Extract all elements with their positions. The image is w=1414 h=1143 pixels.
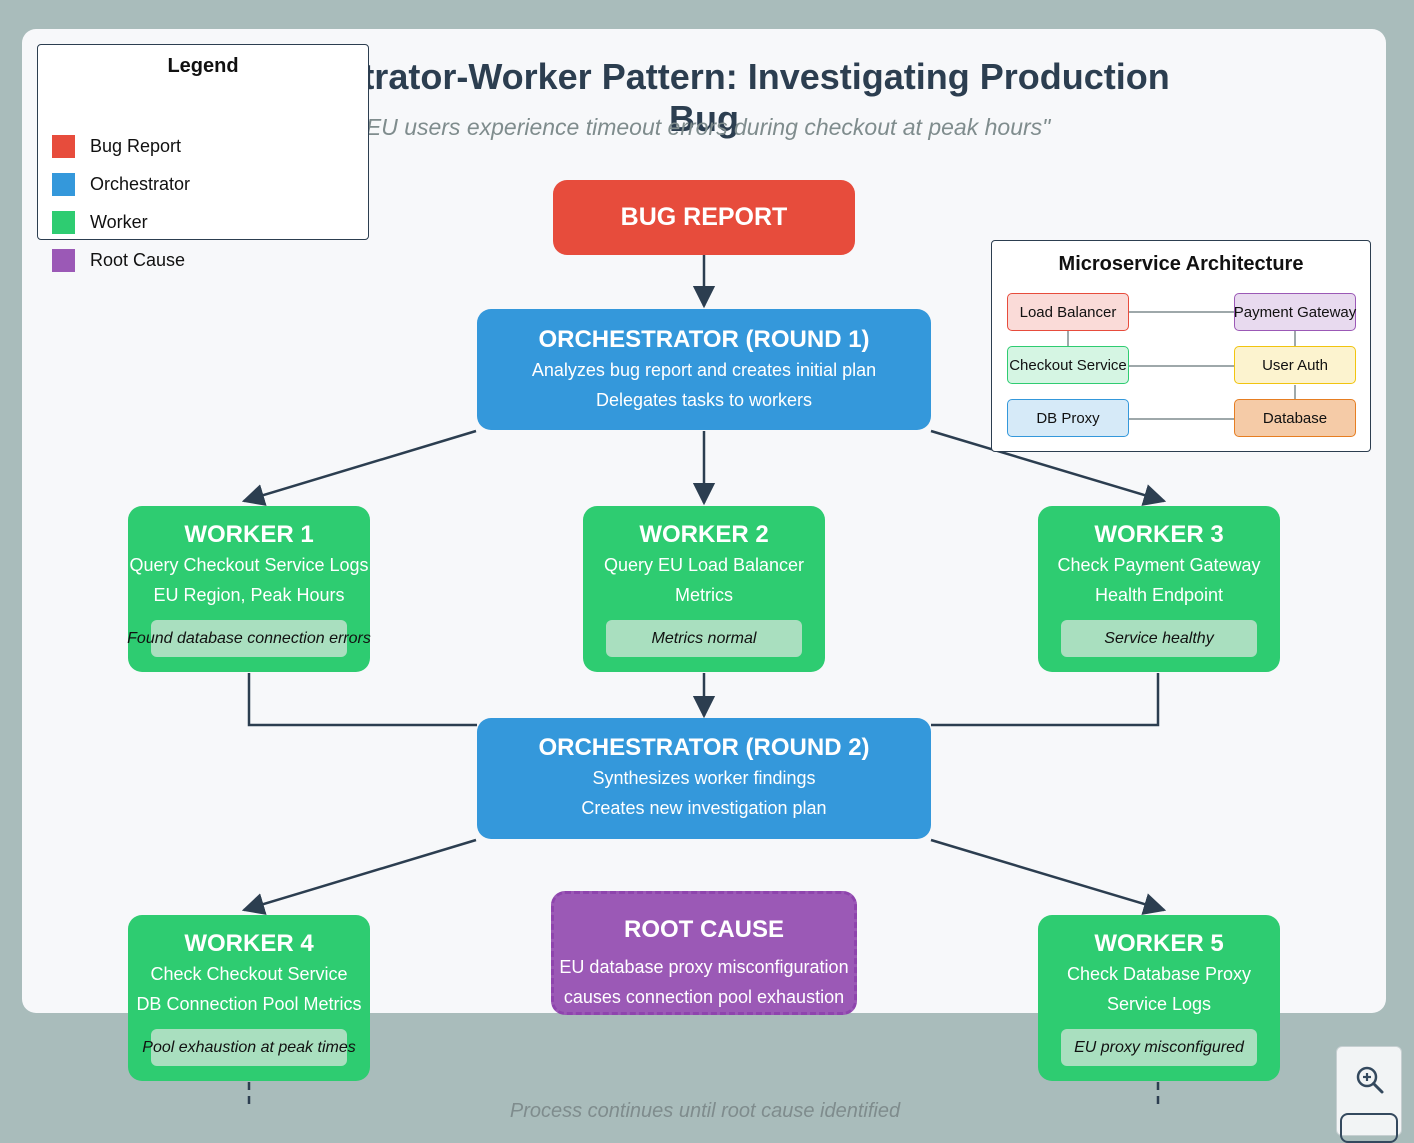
legend-item-root-cause: Root Cause <box>52 248 185 272</box>
orchestrator-round1-node: ORCHESTRATOR (ROUND 1) Analyzes bug repo… <box>477 309 931 430</box>
worker-3-result: Service healthy <box>1061 620 1257 657</box>
worker-1-title: WORKER 1 <box>184 521 314 548</box>
root-cause-line: causes connection pool exhaustion <box>563 987 845 1007</box>
legend: Legend Bug Report Orchestrator Worker Ro… <box>37 44 369 272</box>
worker-4-line: Check Checkout Service <box>150 964 348 984</box>
orchestrator-round2-node: ORCHESTRATOR (ROUND 2) Synthesizes worke… <box>477 718 931 839</box>
legend-label: Root Cause <box>90 249 186 270</box>
worker-2-line: Metrics <box>675 585 733 605</box>
worker-1-result: Found database connection errors <box>127 620 371 657</box>
legend-swatch <box>52 248 75 272</box>
worker-3-line: Health Endpoint <box>1094 585 1224 605</box>
orchestrator-round1-line: Delegates tasks to workers <box>595 390 813 410</box>
line-worker3-to-orch2 <box>931 673 1160 727</box>
orchestrator-round1-line: Analyzes bug report and creates initial … <box>531 360 877 380</box>
worker-4-result: Pool exhaustion at peak times <box>142 1029 356 1066</box>
worker-4-line: DB Connection Pool Metrics <box>136 994 362 1014</box>
legend-label: Bug Report <box>90 135 182 156</box>
legend-item-worker: Worker <box>52 210 148 234</box>
arrow-orch2-to-worker4 <box>241 838 477 915</box>
footer-note: Process continues until root cause ident… <box>509 1100 901 1122</box>
worker-3-line: Check Payment Gateway <box>1057 555 1261 575</box>
zoom-control[interactable] <box>1336 1046 1402 1143</box>
legend-item-orchestrator: Orchestrator <box>52 172 190 196</box>
legend-title: Legend <box>167 55 239 77</box>
arrow-orch1-to-worker1 <box>241 429 477 506</box>
service-checkout: Checkout Service <box>1007 346 1129 384</box>
service-user-auth: User Auth <box>1234 346 1356 384</box>
worker-5-result: EU proxy misconfigured <box>1061 1029 1257 1066</box>
orchestrator-round2-title: ORCHESTRATOR (ROUND 2) <box>538 734 870 761</box>
architecture-title: Microservice Architecture <box>1058 253 1304 275</box>
worker-3-title: WORKER 3 <box>1094 521 1224 548</box>
worker-1-line: EU Region, Peak Hours <box>153 585 345 605</box>
architecture-links <box>1066 310 1296 420</box>
service-database: Database <box>1234 399 1356 437</box>
worker-2-line: Query EU Load Balancer <box>603 555 805 575</box>
root-cause-node: ROOT CAUSE EU database proxy misconfigur… <box>551 891 857 1015</box>
legend-item-bug-report: Bug Report <box>52 134 181 158</box>
orchestrator-round2-line: Creates new investigation plan <box>581 798 827 818</box>
orchestrator-round2-line: Synthesizes worker findings <box>592 768 816 788</box>
worker-1-line: Query Checkout Service Logs <box>129 555 369 575</box>
service-load-balancer: Load Balancer <box>1007 293 1129 331</box>
legend-swatch <box>52 210 75 234</box>
worker-5-line: Check Database Proxy <box>1066 964 1252 984</box>
worker-5-title: WORKER 5 <box>1094 930 1224 957</box>
diagram-title: Orchestrator-Worker Pattern: Investigati… <box>238 56 1170 139</box>
zoom-in-icon[interactable] <box>1355 1065 1385 1100</box>
zoom-out-button[interactable] <box>1340 1113 1398 1143</box>
architecture-panel: Microservice Architecture Load Balancer … <box>991 240 1371 452</box>
worker-2-title: WORKER 2 <box>639 521 769 548</box>
bug-report-node: BUG REPORT <box>553 180 855 255</box>
arrow-orch1-to-worker3 <box>930 429 1167 506</box>
worker-4-title: WORKER 4 <box>184 930 314 957</box>
orchestrator-round1-title: ORCHESTRATOR (ROUND 1) <box>538 326 870 353</box>
legend-label: Worker <box>90 211 148 232</box>
root-cause-line: EU database proxy misconfiguration <box>559 957 849 977</box>
worker-5-line: Service Logs <box>1106 994 1212 1014</box>
diagram-subtitle: "EU users experience timeout errors duri… <box>357 114 1051 140</box>
arrow-orch2-to-worker5 <box>930 838 1167 915</box>
line-worker1-to-orch2 <box>247 673 477 727</box>
worker-2-result: Metrics normal <box>606 620 802 657</box>
bug-report-label: BUG REPORT <box>620 203 788 231</box>
service-db-proxy: DB Proxy <box>1007 399 1129 437</box>
root-cause-title: ROOT CAUSE <box>623 916 784 943</box>
legend-label: Orchestrator <box>90 173 191 194</box>
legend-swatch <box>52 134 75 158</box>
service-payment-gateway: Payment Gateway <box>1234 293 1356 331</box>
legend-swatch <box>52 172 75 196</box>
